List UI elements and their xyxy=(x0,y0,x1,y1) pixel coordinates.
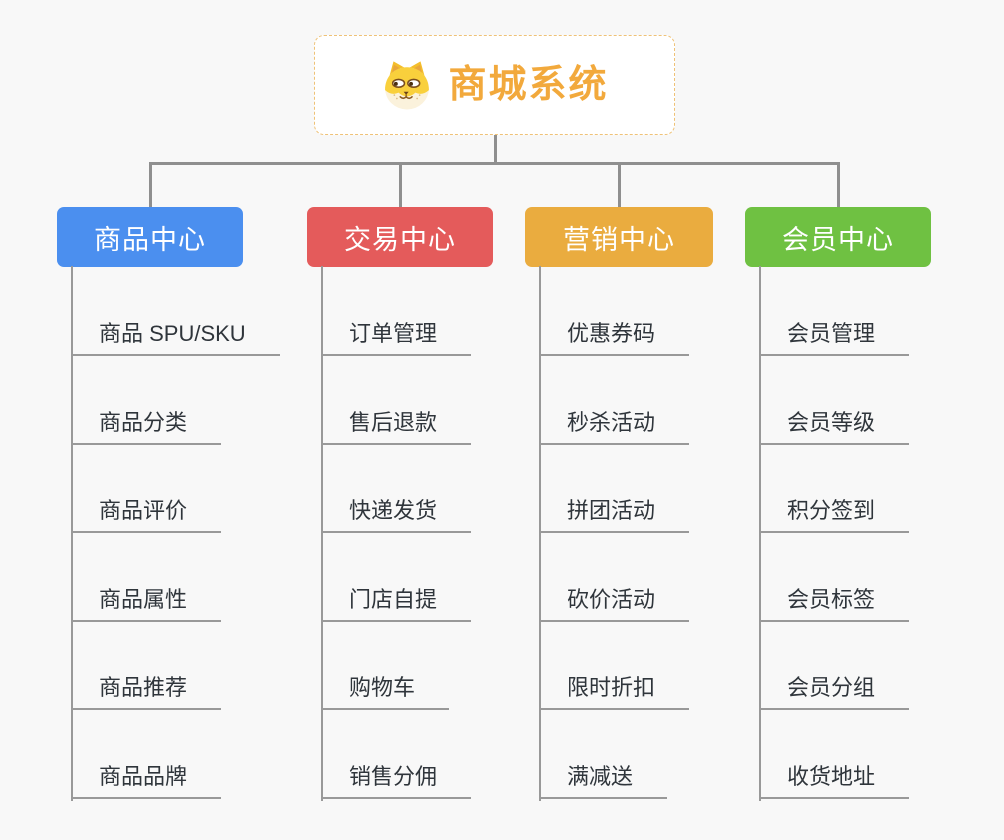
leaf-node[interactable]: 会员管理 xyxy=(759,319,910,356)
leaf-node[interactable]: 商品属性 xyxy=(71,585,222,622)
leaf-node[interactable]: 收货地址 xyxy=(759,762,910,799)
leaf-node[interactable]: 砍价活动 xyxy=(539,585,690,622)
leaf-node[interactable]: 商品 SPU/SKU xyxy=(71,319,280,356)
leaf-node[interactable]: 商品品牌 xyxy=(71,762,222,799)
leaf-node[interactable]: 限时折扣 xyxy=(539,673,690,711)
leaf-node[interactable]: 门店自提 xyxy=(321,585,472,622)
connector-branch-spine xyxy=(759,266,761,801)
branch-box-2[interactable]: 营销中心 xyxy=(525,207,713,267)
connector-branch-spine xyxy=(539,266,541,801)
leaf-node[interactable]: 商品分类 xyxy=(71,408,222,445)
leaf-node[interactable]: 商品推荐 xyxy=(71,673,222,711)
doge-face-icon xyxy=(385,61,430,110)
leaf-node[interactable]: 优惠券码 xyxy=(539,319,690,356)
leaf-node[interactable]: 会员分组 xyxy=(759,673,910,711)
branch-label: 交易中心 xyxy=(344,224,456,255)
leaf-node[interactable]: 会员等级 xyxy=(759,408,910,445)
connector-root-stub xyxy=(493,135,497,163)
root-title: 商城系统 xyxy=(448,64,609,106)
leaf-node[interactable]: 订单管理 xyxy=(321,319,472,356)
leaf-node[interactable]: 商品评价 xyxy=(71,496,222,534)
leaf-node[interactable]: 售后退款 xyxy=(321,408,472,445)
connector-drop xyxy=(148,162,152,208)
connector-drop xyxy=(398,162,402,208)
connector-branch-spine xyxy=(71,266,73,801)
branch-label: 商品中心 xyxy=(94,224,206,255)
leaf-node[interactable]: 拼团活动 xyxy=(539,496,690,534)
connector-drop xyxy=(836,162,840,208)
leaf-node[interactable]: 秒杀活动 xyxy=(539,408,690,445)
leaf-node[interactable]: 销售分佣 xyxy=(321,762,472,799)
leaf-node[interactable]: 会员标签 xyxy=(759,585,910,622)
leaf-node[interactable]: 积分签到 xyxy=(759,496,910,534)
leaf-node[interactable]: 满减送 xyxy=(539,762,668,799)
connector-branch-spine xyxy=(321,266,323,801)
branch-label: 营销中心 xyxy=(563,224,675,255)
branch-label: 会员中心 xyxy=(782,224,894,255)
connector-drop xyxy=(617,162,621,208)
branch-box-3[interactable]: 会员中心 xyxy=(745,207,931,267)
branch-box-1[interactable]: 交易中心 xyxy=(307,207,493,267)
connector-horizontal-rail xyxy=(148,162,840,165)
branch-box-0[interactable]: 商品中心 xyxy=(57,207,243,267)
leaf-node[interactable]: 快递发货 xyxy=(321,496,472,534)
root-node[interactable]: 商城系统 xyxy=(314,35,675,135)
leaf-node[interactable]: 购物车 xyxy=(321,673,450,711)
